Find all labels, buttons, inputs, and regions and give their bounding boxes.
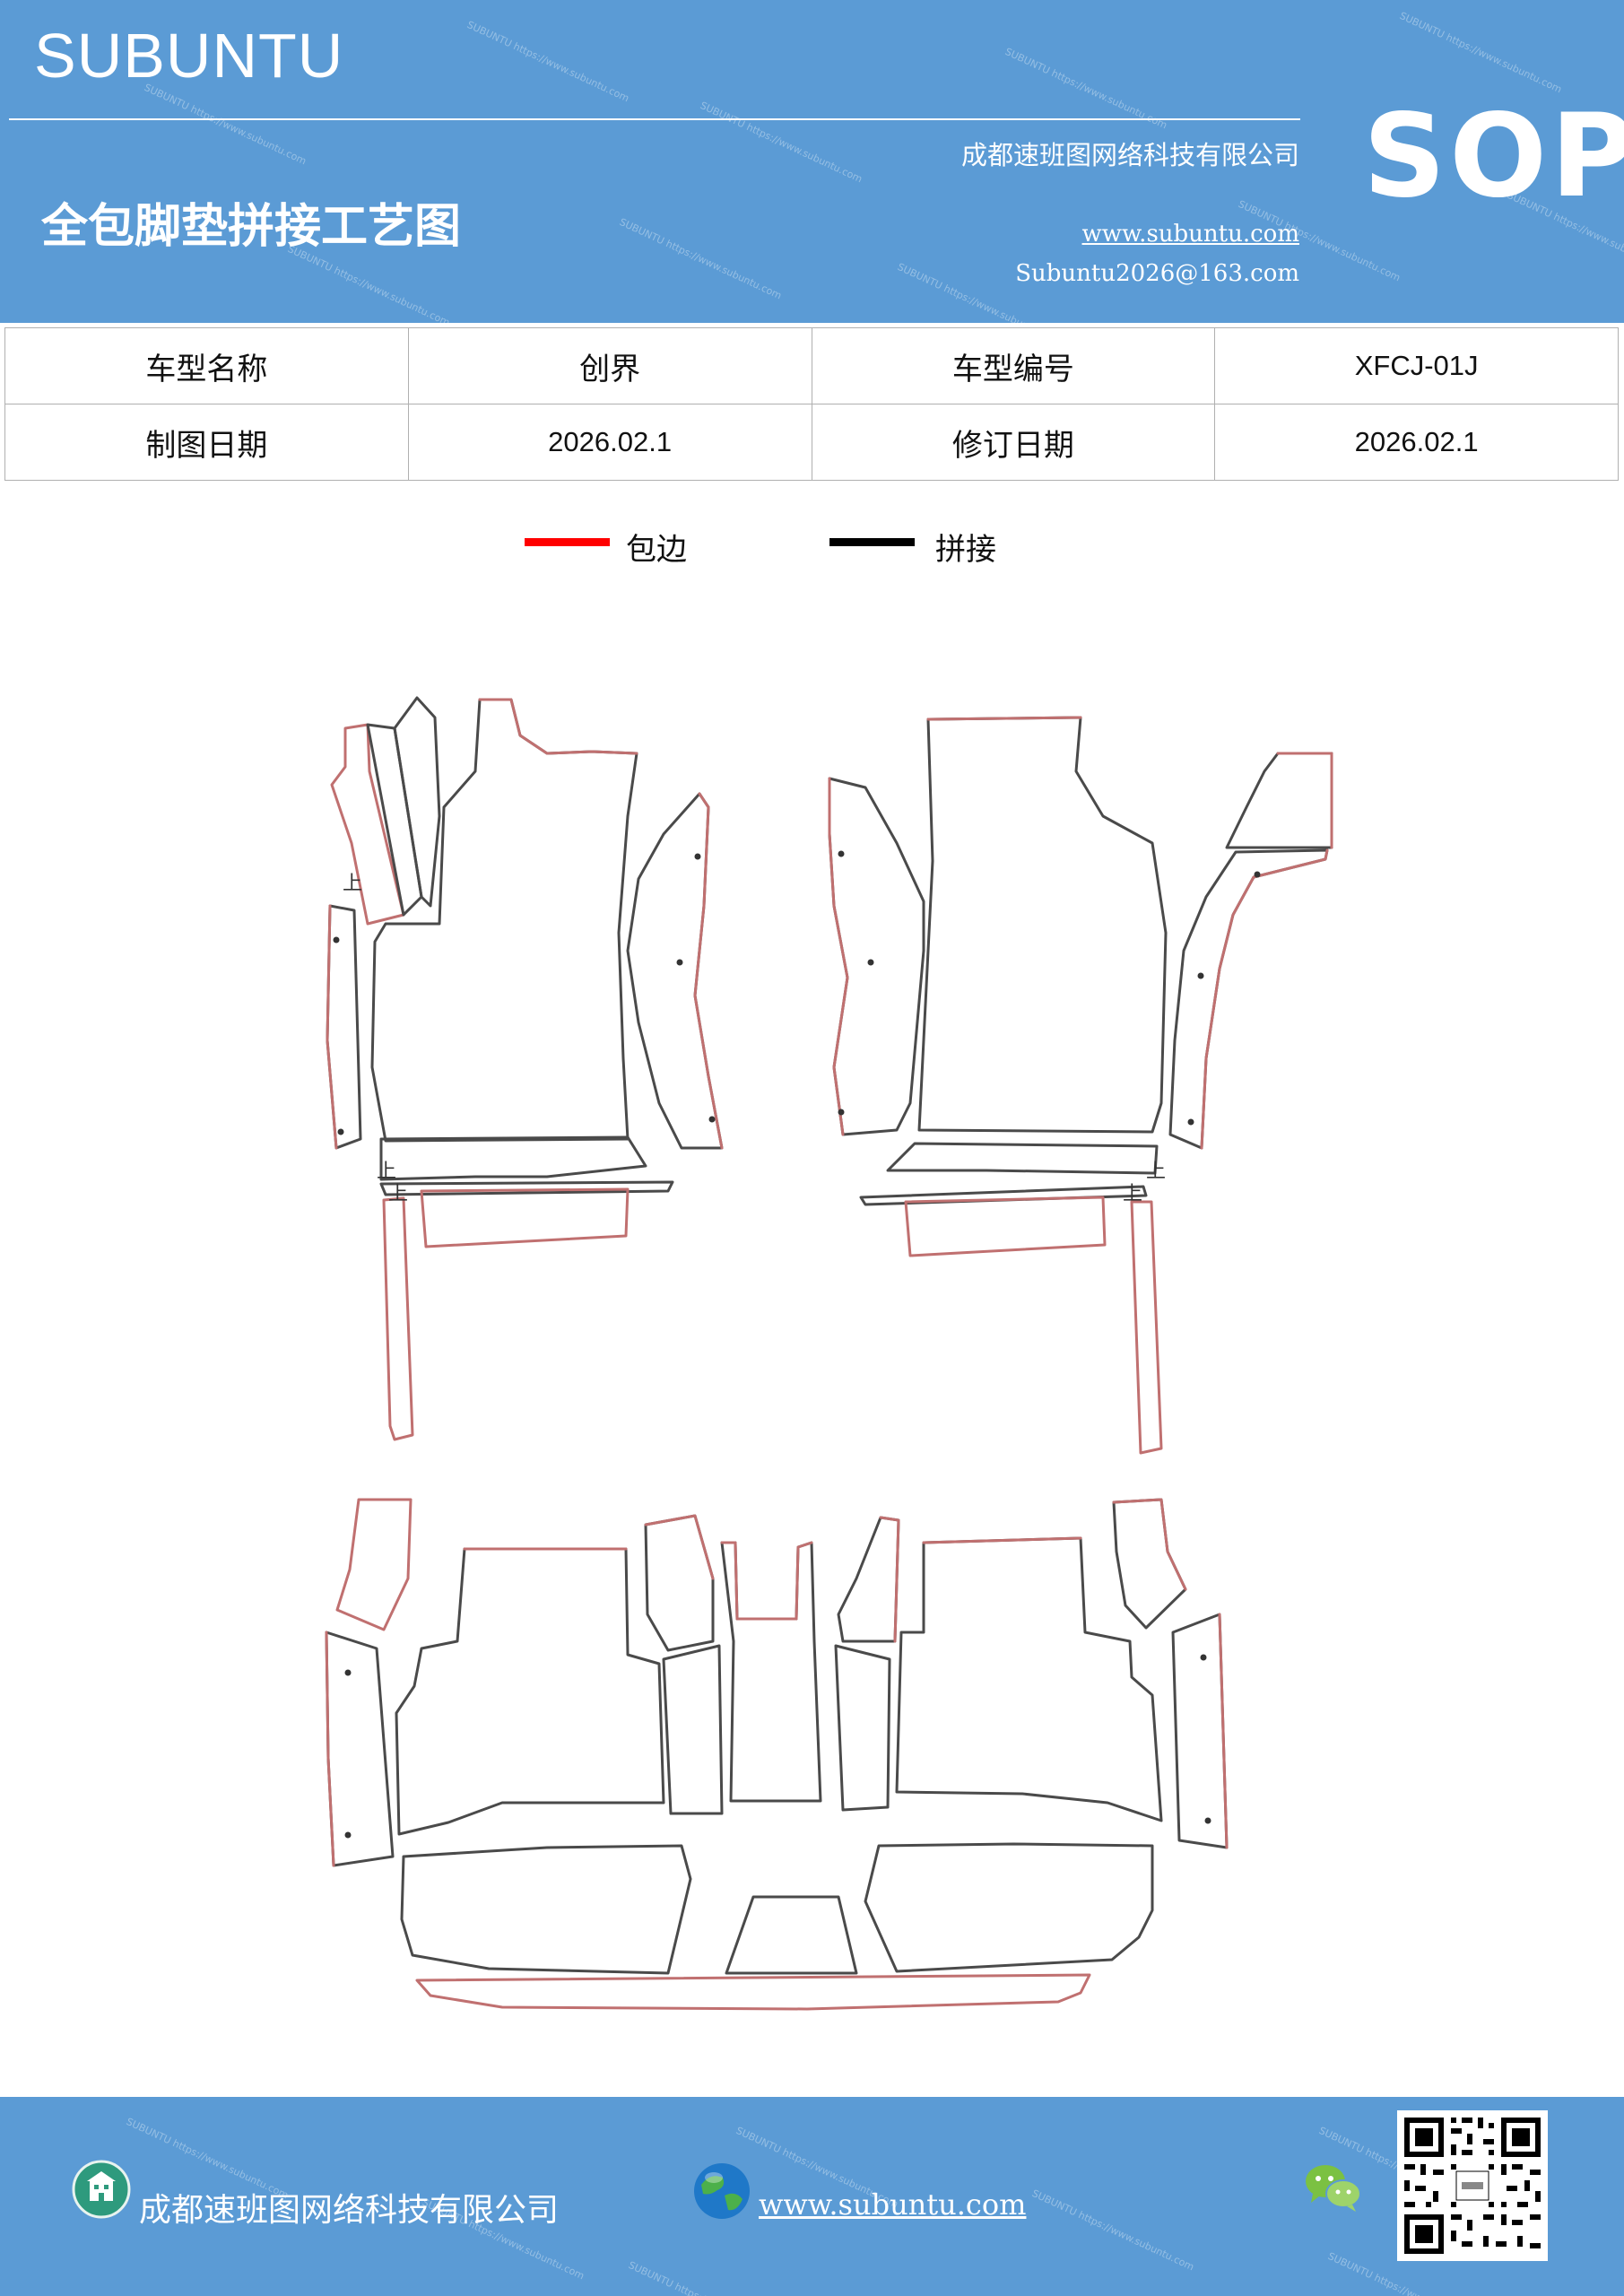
- table-row: 制图日期 2026.02.1 修订日期 2026.02.1: [4, 404, 1619, 481]
- mat-piece: [366, 723, 423, 917]
- brand-name: SUBUNTU: [34, 21, 344, 91]
- mat-piece: [382, 1196, 414, 1441]
- header-banner: SUBUNTU https://www.subuntu.com SUBUNTU …: [0, 0, 1624, 323]
- drawing-date-label: 制图日期: [4, 404, 409, 481]
- mat-piece: [1225, 752, 1333, 849]
- revision-date-label: 修订日期: [811, 404, 1216, 481]
- mat-piece: [395, 1547, 665, 1836]
- mat-edge: [325, 1631, 335, 1867]
- mat-piece: [1171, 1613, 1229, 1849]
- model-name-value: 创界: [407, 327, 812, 404]
- mat-piece: [895, 1536, 1163, 1822]
- mat-piece: [864, 1842, 1154, 1973]
- legend-seam-label: 拼接: [935, 532, 996, 568]
- direction-marker: 上: [377, 1161, 396, 1183]
- mat-piece: [1130, 1200, 1163, 1455]
- svg-text:SUBUNTU https://www.subuntu.co: SUBUNTU https://www.subuntu.com: [1398, 10, 1564, 95]
- mat-edge: [478, 698, 638, 755]
- model-code-value: XFCJ-01J: [1214, 327, 1619, 404]
- mat-piece: [834, 1644, 891, 1812]
- mat-edge: [720, 1541, 813, 1621]
- svg-text:SUBUNTU https://www.subuntu.co: SUBUNTU https://www.subuntu.com: [627, 2259, 793, 2296]
- front-left-mat-group: 上 上 上: [326, 696, 724, 1441]
- svg-text:SUBUNTU https://www.subuntu.co: SUBUNTU https://www.subuntu.com: [1030, 2187, 1196, 2273]
- legend: 包边 拼接: [0, 525, 1624, 578]
- building-icon: [72, 2160, 131, 2219]
- mat-piece: [886, 1142, 1159, 1175]
- mat-edge: [644, 1514, 715, 1580]
- mat-piece: [904, 1196, 1107, 1257]
- mat-edge: [1200, 848, 1329, 1150]
- mat-edge: [1276, 752, 1333, 849]
- header-divider: [9, 118, 1300, 120]
- direction-marker: 上: [1146, 1161, 1166, 1183]
- mat-piece: [415, 1973, 1091, 2011]
- mat-piece: [379, 1135, 647, 1181]
- mat-piece: [662, 1644, 724, 1815]
- mat-piece: [393, 696, 441, 908]
- mat-piece: [420, 1187, 630, 1248]
- mat-edge: [1112, 1498, 1187, 1591]
- mat-piece: [917, 716, 1168, 1134]
- direction-marker: 上: [343, 873, 362, 895]
- floor-mat-diagram: 上 上 上 上 上: [325, 696, 1333, 2011]
- vehicle-info-table: 车型名称 创界 车型编号 XFCJ-01J 制图日期 2026.02.1 修订日…: [4, 327, 1619, 481]
- company-name: 成都速班图网络科技有限公司: [960, 140, 1299, 170]
- wechat-icon: [1306, 2165, 1361, 2212]
- mat-edge: [1218, 1613, 1229, 1849]
- legend-seam-swatch: [829, 538, 915, 546]
- mat-edge: [879, 1516, 900, 1643]
- sop-badge: SOP: [1363, 90, 1624, 223]
- revision-date-value: 2026.02.1: [1214, 404, 1619, 481]
- page-title: 全包脚垫拼接工艺图: [41, 200, 462, 254]
- mat-piece: [330, 723, 405, 926]
- model-code-label: 车型编号: [811, 327, 1216, 404]
- footer-website-link[interactable]: www.subuntu.com: [759, 2187, 1027, 2222]
- direction-marker: 上: [1123, 1183, 1142, 1205]
- globe-icon: [694, 2163, 750, 2219]
- mat-edge: [922, 1536, 1082, 1544]
- mat-piece: [325, 1631, 395, 1867]
- svg-text:SUBUNTU https://www.subuntu.co: SUBUNTU https://www.subuntu.com: [618, 216, 784, 301]
- mat-piece: [335, 1498, 413, 1631]
- qr-code: [1397, 2110, 1548, 2261]
- mat-piece: [725, 1895, 858, 1975]
- legend-edge-swatch: [525, 538, 610, 546]
- table-row: 车型名称 创界 车型编号 XFCJ-01J: [4, 327, 1619, 404]
- mat-piece: [1168, 848, 1329, 1150]
- mat-piece: [370, 698, 638, 1143]
- mat-piece: [837, 1516, 900, 1643]
- drawing-date-value: 2026.02.1: [407, 404, 812, 481]
- footer-company-name: 成都速班图网络科技有限公司: [139, 2192, 560, 2229]
- front-right-mat-group: 上 上: [828, 716, 1333, 1455]
- model-name-label: 车型名称: [4, 327, 409, 404]
- mat-edge: [693, 792, 724, 1150]
- svg-text:SUBUNTU https://www.subuntu.co: SUBUNTU https://www.subuntu.com: [143, 82, 308, 167]
- website-link[interactable]: www.subuntu.com: [1081, 221, 1300, 248]
- mat-piece: [400, 1844, 692, 1975]
- svg-text:SUBUNTU https://www.subuntu.co: SUBUNTU https://www.subuntu.com: [465, 19, 631, 104]
- mat-edge: [828, 777, 849, 1136]
- email-address: Subuntu2026@163.com: [1015, 260, 1299, 287]
- footer-banner: SUBUNTU https://www.subuntu.com SUBUNTU …: [0, 2097, 1624, 2296]
- mat-piece: [859, 1185, 1148, 1206]
- rear-mat-group: [325, 1498, 1229, 2011]
- svg-text:SUBUNTU https://www.subuntu.co: SUBUNTU https://www.subuntu.com: [699, 100, 864, 185]
- direction-marker: 上: [388, 1183, 408, 1205]
- mat-edge: [326, 904, 338, 1150]
- legend-edge-label: 包边: [626, 532, 687, 568]
- mat-piece: [644, 1514, 715, 1652]
- mat-edge: [926, 716, 1082, 721]
- mat-piece: [379, 1180, 674, 1196]
